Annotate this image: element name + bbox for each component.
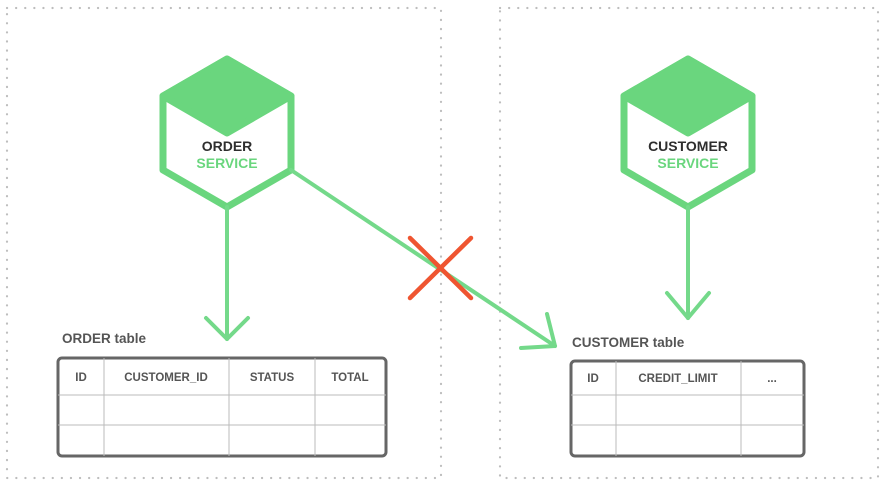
- customer-service-title: CUSTOMER: [648, 138, 728, 154]
- order-col-id: ID: [75, 372, 87, 384]
- customer-table: ID CREDIT_LIMIT ...: [569, 359, 806, 458]
- customer-to-customer-table-arrow: [665, 205, 711, 320]
- order-to-order-table-arrow: [204, 205, 250, 341]
- forbidden-cross-icon: [407, 235, 474, 301]
- customer-col-id: ID: [587, 373, 599, 385]
- order-to-customer-table-arrow: [289, 168, 557, 350]
- order-col-status: STATUS: [250, 372, 295, 384]
- customer-service-subtitle: SERVICE: [657, 155, 718, 171]
- order-col-customer-id: CUSTOMER_ID: [124, 372, 208, 384]
- order-service-hexagon: ORDER SERVICE: [159, 55, 295, 211]
- customer-table-caption: CUSTOMER table: [572, 335, 685, 350]
- customer-col-more: ...: [767, 373, 777, 385]
- order-service-subtitle: SERVICE: [196, 155, 257, 171]
- order-table-caption: ORDER table: [62, 331, 147, 346]
- customer-boundary: [498, 6, 880, 480]
- order-table: ID CUSTOMER_ID STATUS TOTAL: [56, 356, 388, 458]
- customer-col-credit-limit: CREDIT_LIMIT: [638, 373, 717, 385]
- order-col-total: TOTAL: [331, 372, 368, 384]
- customer-service-hexagon: CUSTOMER SERVICE: [620, 55, 756, 211]
- order-service-title: ORDER: [202, 138, 253, 154]
